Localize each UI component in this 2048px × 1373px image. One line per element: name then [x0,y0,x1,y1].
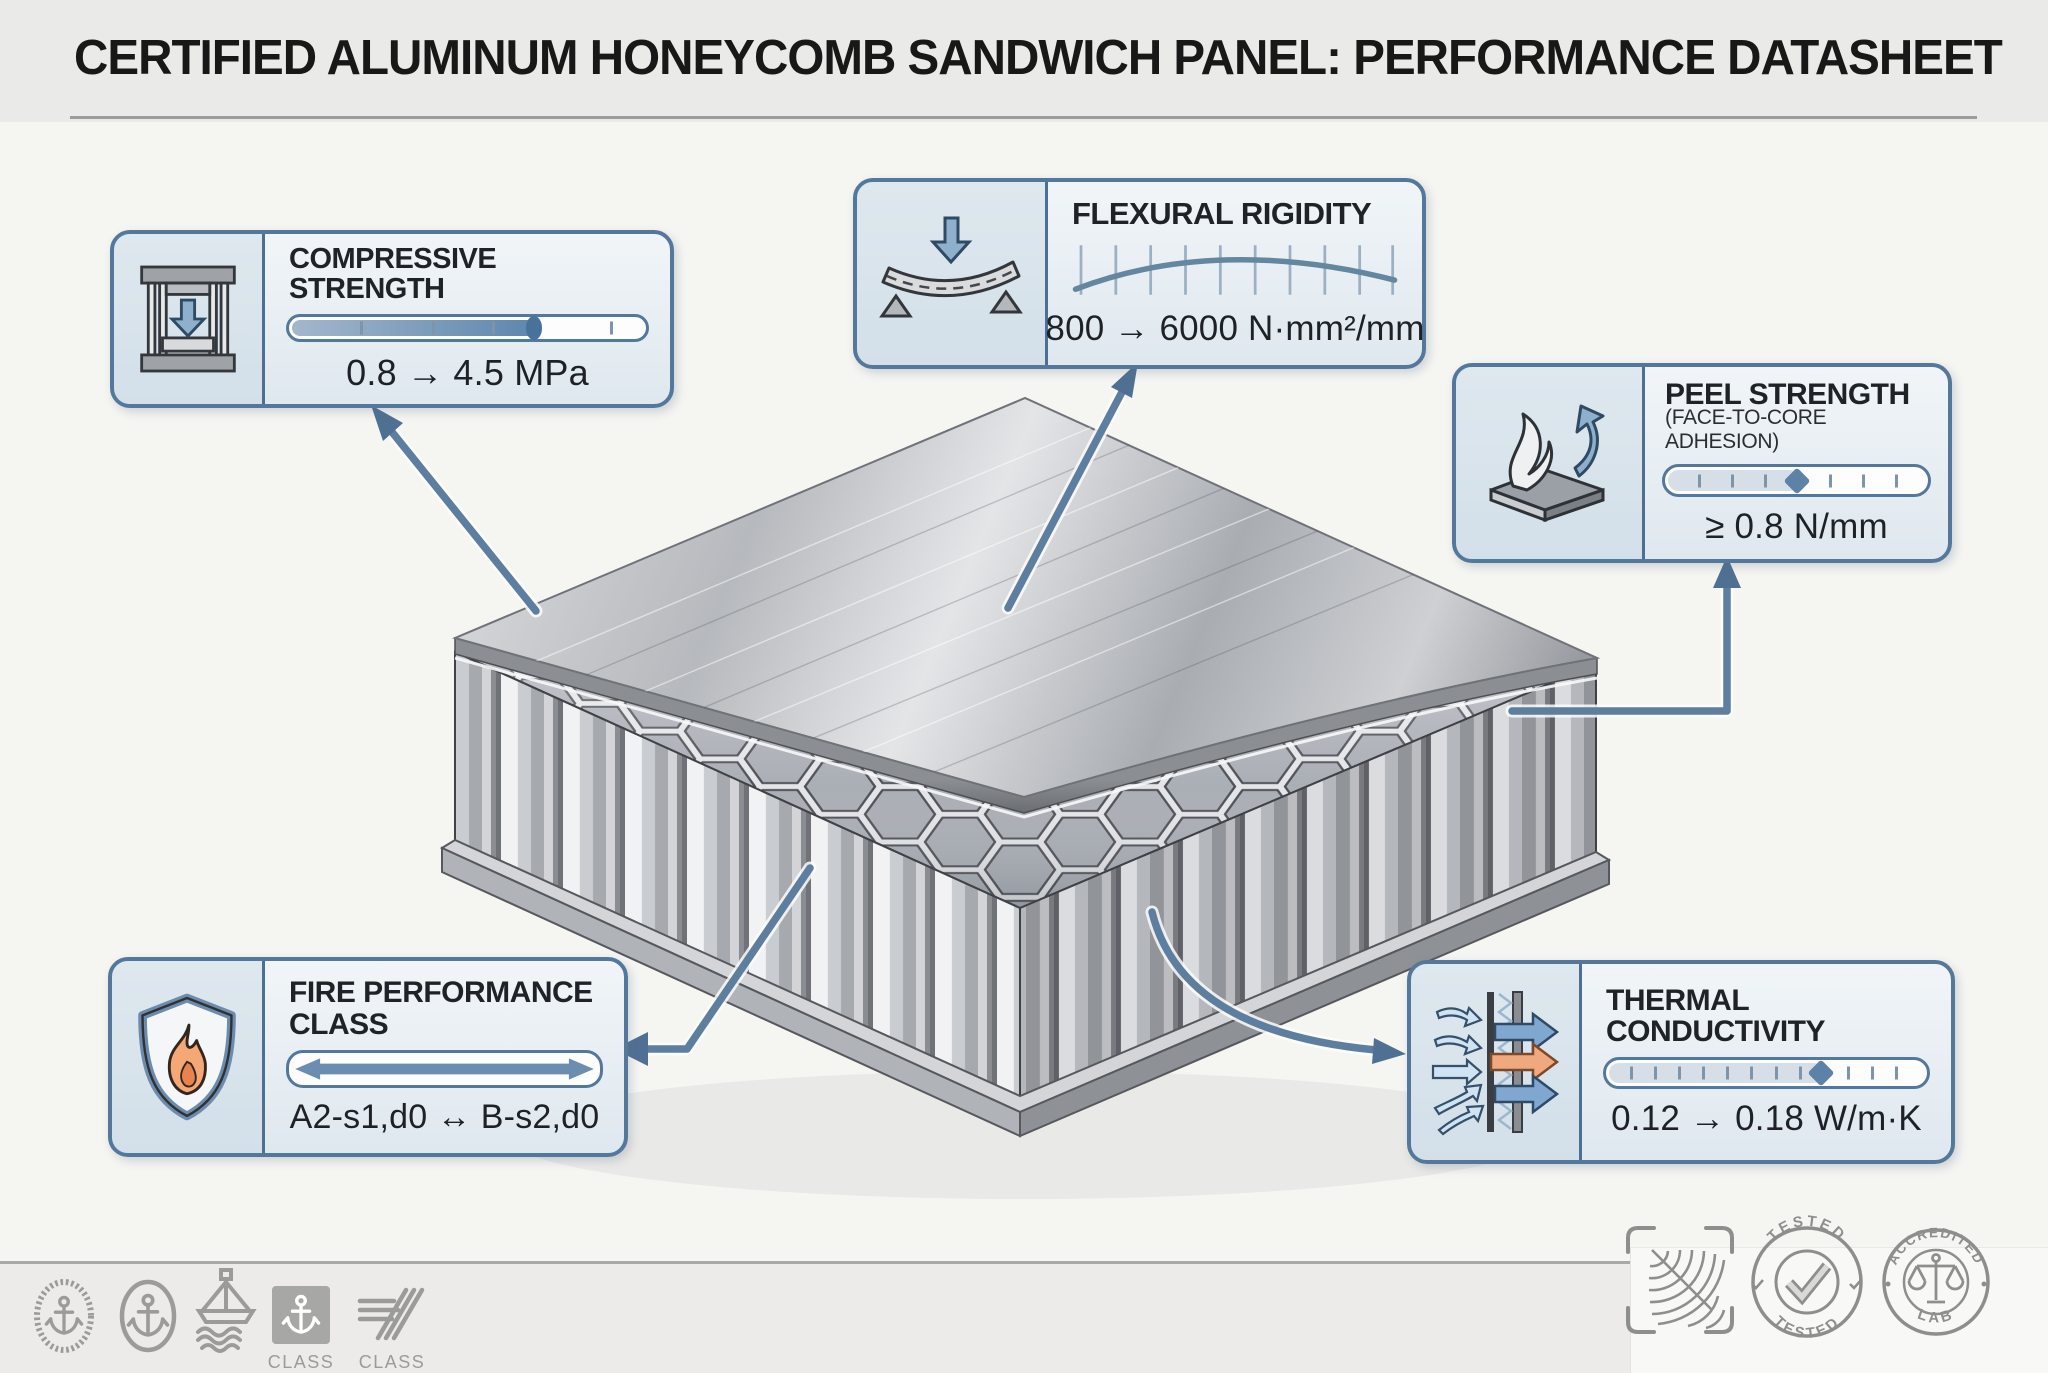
flexural-icon-cell [857,182,1048,365]
fire-range-arrow [295,1058,594,1080]
leader-arrows [371,362,1741,1066]
arrow-to-thermal [1148,908,1380,1054]
page-header: CERTIFIED ALUMINUM HONEYCOMB SANDWICH PA… [0,0,2048,122]
anchor-square-badge-icon: CLASS [268,1286,335,1372]
thermal-gauge-fill [1609,1063,1825,1084]
title-divider [70,116,1977,119]
compressive-gauge-marker [525,316,542,340]
peel-content: PEEL STRENGTH (FACE-TO-CORE ADHESION) ≥ … [1645,367,1948,559]
arrow-to-fire [642,864,814,1053]
anchor-rope-seal-icon [34,1279,94,1353]
peel-sheet-icon [1489,404,1605,523]
flexural-value: 800 → 6000 N·mm²/mm [1045,308,1425,348]
page-title: CERTIFIED ALUMINUM HONEYCOMB SANDWICH PA… [74,31,2003,85]
bending-beam-icon [879,216,1023,317]
peel-icon-cell [1456,367,1645,559]
svg-text:TESTED: TESTED [1764,1213,1850,1245]
fingerprint-scan-icon [1626,1226,1734,1334]
heat-flow-icon [1431,991,1560,1136]
callout-thermal-conductivity: THERMAL CONDUCTIVITY 0.12 → 0.18 W/m·K [1407,960,1955,1164]
svg-text:LAB: LAB [1915,1306,1956,1327]
thermal-value: 0.12 → 0.18 W/m·K [1611,1099,1922,1139]
thermal-content: THERMAL CONDUCTIVITY 0.12 → 0.18 W/m·K [1582,964,1951,1160]
fire-title: FIRE PERFORMANCE CLASS [289,976,593,1041]
thermal-title: THERMAL CONDUCTIVITY [1606,983,1826,1048]
callout-flexural-rigidity: FLEXURAL RIGIDITY 800 → 6000 N·mm²/mm [853,178,1426,369]
tested-stamp-top-text: TESTED [1764,1213,1847,1245]
thermal-icon-cell [1411,964,1582,1160]
callout-compressive-strength: COMPRESSIVE STRENGTH 0.8 → 4.5 MPa [110,230,674,408]
accredited-lab-stamp: ACCREDITED LAB [1882,1225,1990,1336]
compressive-content: COMPRESSIVE STRENGTH 0.8 → 4.5 MPa [265,234,670,404]
peel-value: ≥ 0.8 N/mm [1705,507,1888,547]
arrow-to-peel [1508,580,1731,715]
peel-gauge-fill [1668,470,1800,492]
press-icon [140,265,236,373]
tested-stamp-bottom-text: TESTED [1770,1313,1841,1343]
arrow-to-flexural [1004,388,1126,612]
heat-inflow-arrows [1431,1005,1485,1136]
fire-value: A2-s1,d0 ↔ B-s2,d0 [289,1097,600,1136]
fire-shield-icon [138,993,236,1121]
footer-band [0,1264,1630,1373]
flexural-deflection-curve [1072,244,1398,295]
peel-gauge [1662,464,1931,498]
peel-arrow [1573,404,1605,478]
peel-title: PEEL STRENGTH [1665,377,1910,411]
scales-icon [1907,1253,1965,1304]
anchor-oval-icon [119,1279,177,1353]
class-label-1: CLASS [268,1352,335,1372]
compressive-value: 0.8 → 4.5 MPa [346,352,589,393]
compressive-gauge [286,314,649,342]
peel-subtitle: (FACE-TO-CORE ADHESION) [1665,406,1827,454]
callout-peel-strength: PEEL STRENGTH (FACE-TO-CORE ADHESION) ≥ … [1452,363,1952,563]
tested-stamp: TESTED TESTED [1751,1213,1863,1343]
certification-badges: CLASS CLASS [34,1268,426,1372]
compressive-gauge-fill [292,316,542,340]
callout-fire-performance: FIRE PERFORMANCE CLASS A2-s1,d0 ↔ B-s2,d… [108,957,628,1157]
accredited-stamp-bottom-text: LAB [1915,1306,1953,1327]
footer-divider [0,1261,1630,1264]
class-label-2: CLASS [359,1352,426,1372]
flexural-title: FLEXURAL RIGIDITY [1072,196,1372,232]
thermal-gauge [1603,1057,1930,1090]
svg-text:TESTED: TESTED [1770,1313,1844,1343]
fire-icon-cell [112,961,265,1153]
flexural-content: FLEXURAL RIGIDITY 800 → 6000 N·mm²/mm [1045,182,1425,365]
heat-through-arrows [1489,1011,1560,1115]
lines-class-badge-icon: CLASS [357,1287,426,1372]
ship-classification-icon [195,1268,257,1353]
fire-gauge [286,1049,603,1088]
compressive-title: COMPRESSIVE STRENGTH [289,243,497,306]
fire-content: FIRE PERFORMANCE CLASS A2-s1,d0 ↔ B-s2,d… [265,961,624,1153]
arrow-to-compressive [388,428,540,615]
compressive-icon-cell [114,234,265,404]
lab-stamps: TESTED TESTED [1626,1213,1990,1343]
